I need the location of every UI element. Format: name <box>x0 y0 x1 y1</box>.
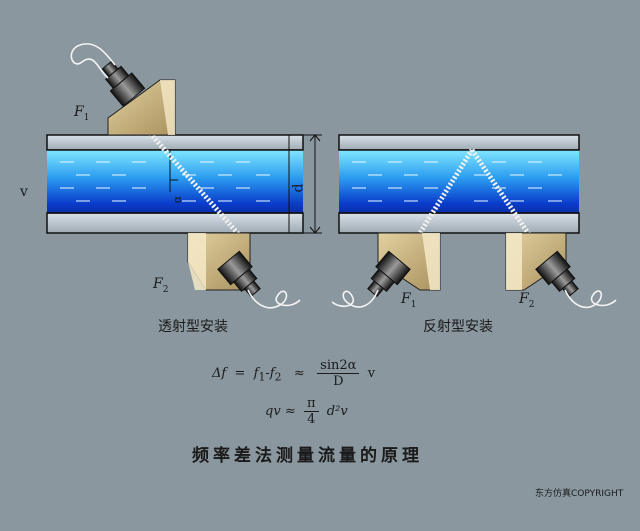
transducer-f2-left <box>187 232 301 309</box>
label-velocity: v <box>20 184 28 200</box>
label-f1-right: F1 <box>401 291 417 310</box>
right-pipe <box>338 134 580 238</box>
caption-transmission: 透射型安装 <box>158 319 228 335</box>
cable <box>70 43 116 79</box>
label-f2-right: F2 <box>519 291 535 310</box>
transducer-f2-right <box>505 232 617 309</box>
reflected-beam <box>415 148 533 238</box>
diagram-title: 频率差法测量流量的原理 <box>192 446 423 466</box>
cable <box>564 289 617 309</box>
ultrasonic-beam <box>148 131 242 238</box>
copyright-text: 东方仿真COPYRIGHT <box>535 489 624 499</box>
flow-streaks <box>352 161 562 202</box>
flow-streaks <box>60 161 270 202</box>
label-f1-left: F1 <box>74 104 90 123</box>
left-pipe <box>46 131 322 238</box>
label-f2-left: F2 <box>153 276 169 295</box>
cable <box>331 289 379 308</box>
diameter-marker <box>303 134 322 234</box>
label-alpha: α <box>171 195 185 204</box>
transducer-f1-left <box>70 43 176 136</box>
cable <box>247 289 301 309</box>
label-diameter: d <box>290 183 307 193</box>
caption-reflection: 反射型安装 <box>423 319 493 335</box>
transducer-f1-right <box>331 232 441 308</box>
